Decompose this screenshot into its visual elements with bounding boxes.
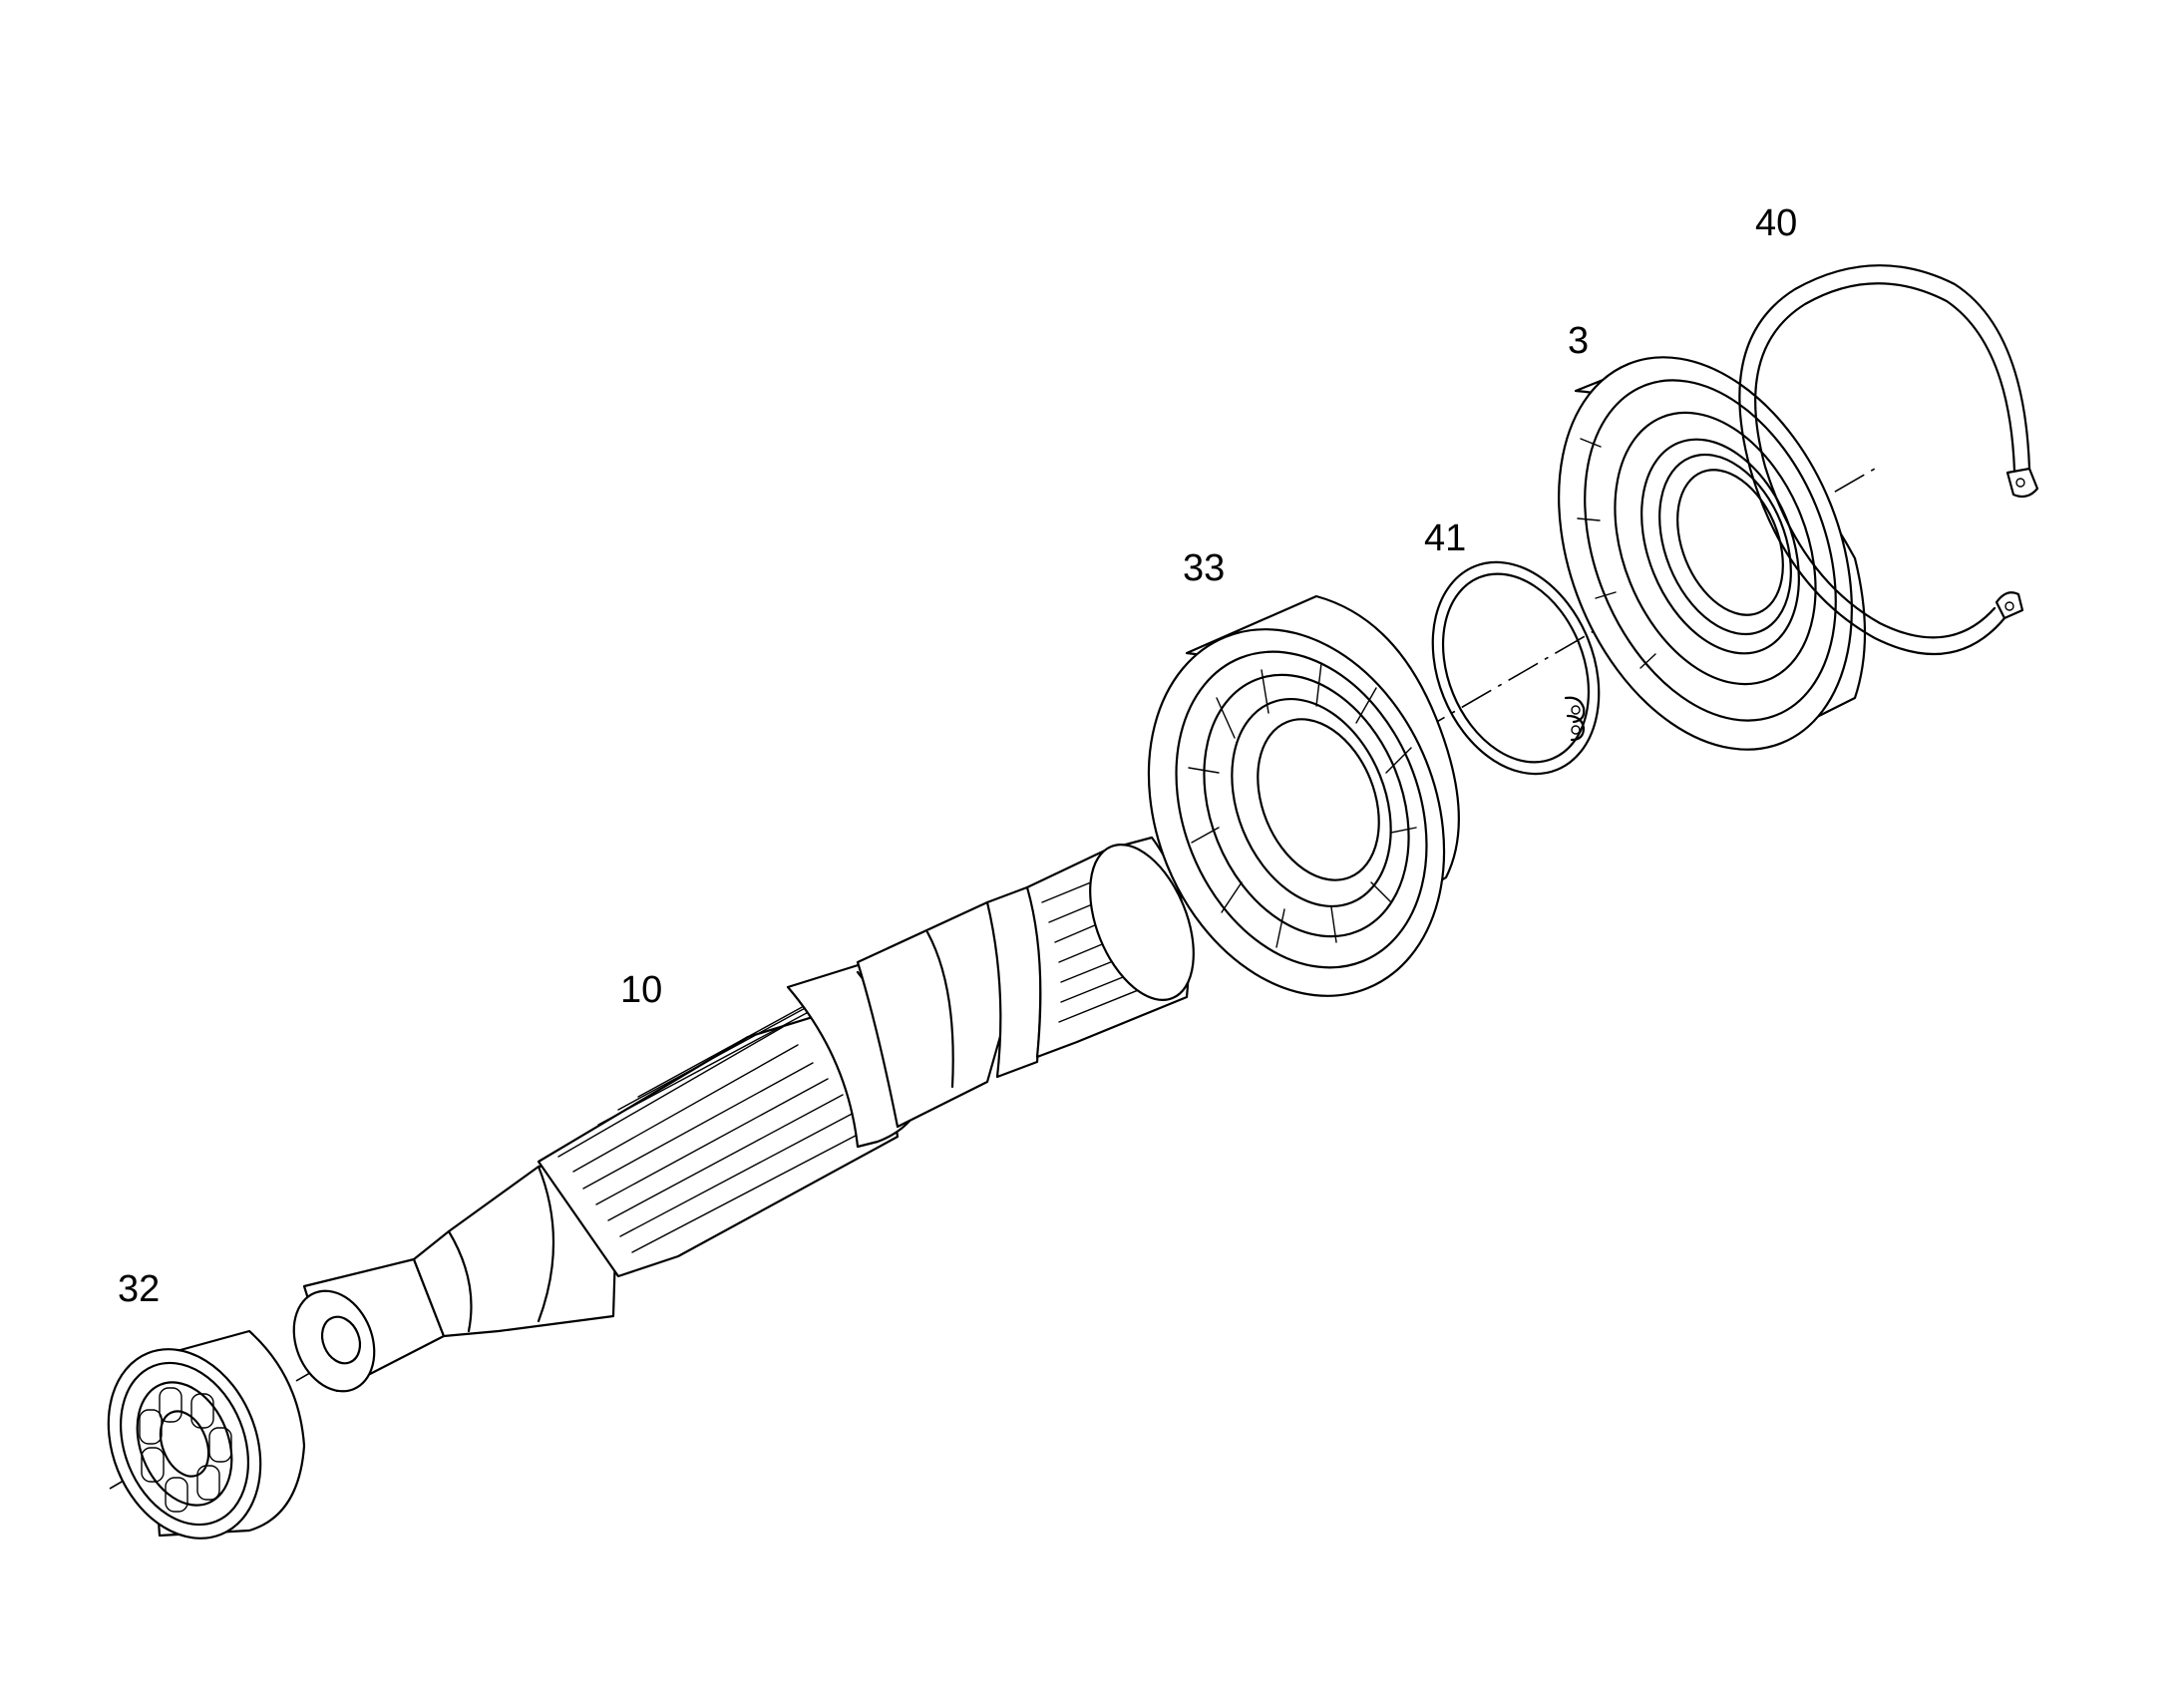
callout-10: 10 [620,969,662,1011]
part-32-roller-bearing [107,1329,306,1539]
part-40-retaining-ring [1738,264,2039,656]
callout-33: 33 [1183,547,1225,589]
part-10-drive-shaft [292,836,1195,1393]
part-41-circlip [1431,560,1601,776]
callout-32: 32 [118,1268,160,1310]
callout-40: 40 [1755,202,1797,244]
part-3-shaft-seal [1558,356,1867,751]
part-33-ball-bearing [1147,594,1460,997]
callout-41: 41 [1424,517,1466,559]
callout-3: 3 [1568,320,1589,362]
